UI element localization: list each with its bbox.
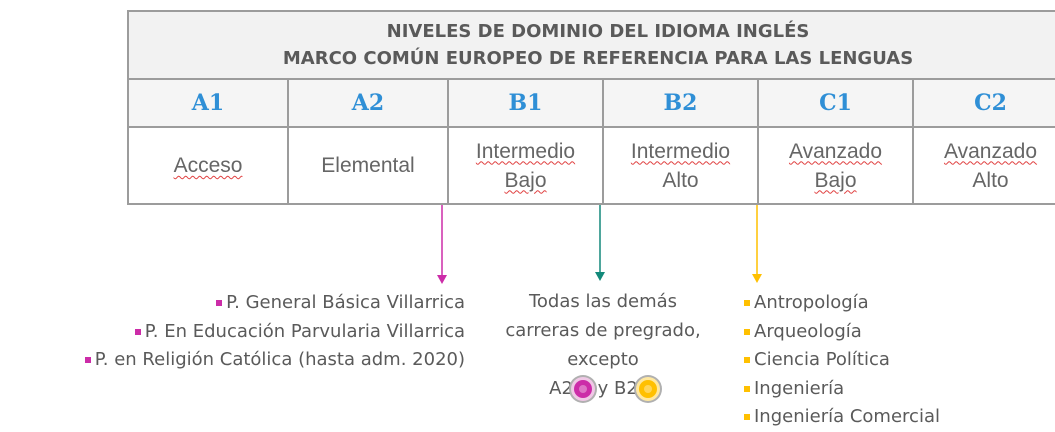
bullet-square-icon — [744, 357, 750, 363]
level-code-b2: B2 — [602, 78, 759, 128]
bullet-square-icon — [744, 385, 750, 392]
arrow-b2 — [595, 205, 605, 281]
table-title: NIVELES DE DOMINIO DEL IDIOMA INGLÉS MAR… — [126, 10, 1055, 80]
list-item: Arqueología — [744, 318, 940, 347]
b2-description: Todas las demás carreras de pregrado, ex… — [468, 287, 738, 403]
level-desc-a2-line-1: Elemental — [321, 154, 415, 177]
list-item: Antropología — [744, 289, 940, 318]
level-desc-c2: Avanzado Alto — [911, 126, 1055, 205]
level-desc-b1: Intermedio Bajo — [447, 126, 604, 205]
level-desc-c1-line-1: Avanzado — [788, 139, 883, 163]
b1-program-list: P. General Básica Villarrica P. En Educa… — [84, 289, 465, 375]
level-desc-b1-line-1: Intermedio — [475, 139, 576, 163]
list-item: Ciencia Política — [744, 346, 940, 375]
level-desc-a2: Elemental — [287, 126, 449, 205]
level-desc-b2-line-1: Intermedio — [630, 139, 731, 163]
level-code-c2: C2 — [911, 78, 1055, 128]
level-desc-a1-line-1: Acceso — [173, 154, 243, 177]
table-title-line-2: MARCO COMÚN EUROPEO DE REFERENCIA PARA L… — [282, 48, 914, 69]
b2-label: B2 — [614, 378, 638, 399]
level-desc-c2-line-2: Alto — [972, 168, 1009, 192]
cefr-levels-table: NIVELES DE DOMINIO DEL IDIOMA INGLÉS MAR… — [126, 10, 1055, 205]
bullet-square-icon — [744, 300, 750, 306]
level-desc-b1-line-2: Bajo — [504, 168, 547, 192]
arrow-b1 — [437, 205, 447, 284]
level-desc-b2-line-2: Alto — [662, 168, 699, 192]
list-item: P. General Básica Villarrica — [85, 289, 465, 318]
level-desc-c2-line-1: Avanzado — [944, 139, 1038, 163]
level-code-c1: C1 — [757, 78, 914, 128]
level-desc-c1-line-2: Bajo — [814, 168, 857, 192]
level-code-a1: A1 — [127, 78, 289, 128]
arrow-c1 — [752, 205, 762, 283]
list-item: P. en Religión Católica (hasta adm. 2020… — [84, 346, 465, 375]
list-item: Ingeniería Comercial — [744, 403, 940, 432]
b2-desc-line-1: Todas las demás — [528, 291, 678, 312]
b2-desc-line-3: excepto — [567, 349, 639, 370]
table-title-line-1: NIVELES DE DOMINIO DEL IDIOMA INGLÉS — [386, 21, 810, 42]
connector-word: y — [597, 378, 609, 399]
bullet-square-icon — [134, 328, 141, 335]
b2-desc-line-2: carreras de pregrado, — [505, 320, 701, 341]
b2-desc-line-4: A2 y B2 — [468, 374, 738, 403]
level-desc-a1: Acceso — [127, 126, 289, 205]
magenta-circle-icon — [573, 380, 592, 398]
bullet-square-icon — [744, 328, 750, 335]
bullet-square-icon — [744, 414, 750, 420]
yellow-circle-icon — [638, 380, 657, 398]
level-code-b1: B1 — [447, 78, 604, 128]
list-item: P. En Educación Parvularia Villarrica — [85, 318, 465, 347]
bullet-square-icon — [216, 300, 223, 306]
c1-program-list: Antropología Arqueología Ciencia Polític… — [744, 289, 940, 432]
bullet-square-icon — [84, 357, 91, 363]
level-code-a2: A2 — [287, 78, 449, 128]
level-desc-c1: Avanzado Bajo — [757, 126, 914, 205]
level-desc-b2: Intermedio Alto — [602, 126, 759, 205]
list-item: Ingeniería — [744, 375, 940, 404]
a2-label: A2 — [549, 378, 573, 399]
